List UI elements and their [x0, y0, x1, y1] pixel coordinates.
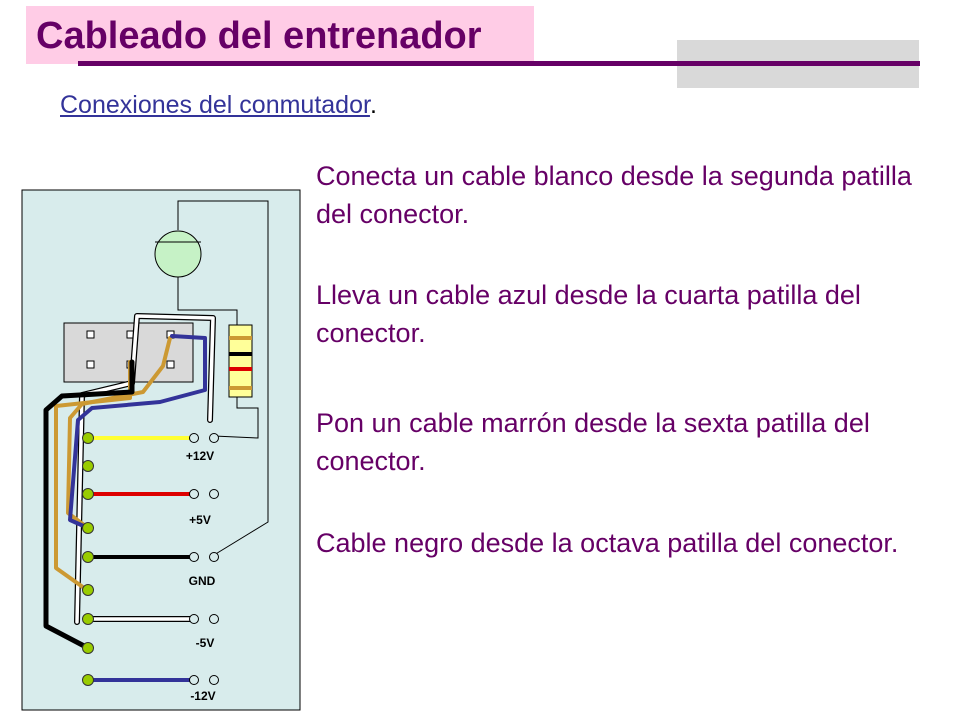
trace-resistor-to-12v	[213, 397, 259, 439]
connector-pin-1	[86, 330, 95, 339]
contact-5v-b	[209, 489, 219, 499]
circuit-traces	[177, 200, 269, 556]
contact-m5v-a	[189, 614, 199, 624]
resistor-symbol	[228, 324, 253, 398]
instruction-black-wire: Cable negro desde la octava patilla del …	[316, 528, 899, 558]
contact-gnd-a	[189, 552, 199, 562]
circuit-board	[21, 189, 301, 711]
title-underline-rule	[78, 61, 920, 66]
terminal-6	[82, 584, 94, 596]
lamp-circle	[154, 230, 202, 278]
resistor-band-2	[229, 352, 252, 356]
connector-pin-6	[166, 360, 175, 369]
connector-wires	[43, 313, 216, 651]
slide-subtitle: Conexiones del conmutador.	[60, 88, 377, 122]
contact-m5v-b	[209, 614, 219, 624]
instruction-white-wire: Conecta un cable blanco desde la segunda…	[316, 161, 912, 229]
terminal-4	[82, 522, 94, 534]
subtitle-link-text: Conexiones del conmutador	[60, 91, 370, 119]
white-wire	[75, 314, 215, 624]
switch-contacts	[189, 433, 219, 685]
label-minus-12v: -12V	[190, 689, 215, 703]
connector-pin-2	[86, 360, 95, 369]
resistor-band-3	[229, 367, 252, 371]
supply-wires	[85, 436, 193, 682]
terminal-3	[82, 488, 94, 500]
resistor-body	[228, 324, 253, 398]
terminal-7	[82, 613, 94, 625]
terminal-column	[82, 432, 94, 686]
resistor-band-1	[229, 336, 252, 340]
label-gnd: GND	[189, 574, 216, 588]
instruction-brown-wire: Pon un cable marrón desde la sexta patil…	[316, 408, 870, 476]
terminal-9	[82, 674, 94, 686]
contact-gnd-b	[209, 552, 219, 562]
instruction-blue-wire: Lleva un cable azul desde la cuarta pati…	[316, 280, 861, 348]
terminal-8	[82, 642, 94, 654]
brown-wire-segment	[66, 336, 172, 530]
trace-lamp-to-ground	[177, 200, 269, 556]
lamp-symbol	[154, 230, 202, 278]
contact-12v-b	[209, 433, 219, 443]
blue-wire	[68, 334, 207, 530]
contact-12v-a	[189, 433, 199, 443]
label-plus-12v: +12V	[186, 449, 214, 463]
terminal-5	[82, 551, 94, 563]
contact-m12v-a	[189, 675, 199, 685]
contact-5v-a	[189, 489, 199, 499]
contact-m12v-b	[209, 675, 219, 685]
resistor-band-4	[229, 386, 252, 390]
slide-title: Cableado del entrenador	[36, 15, 482, 57]
label-minus-5v: -5V	[196, 636, 215, 650]
black-wire	[43, 359, 135, 651]
terminal-1	[82, 432, 94, 444]
subtitle-period: .	[369, 91, 377, 119]
title-background	[26, 6, 534, 64]
label-plus-5v: +5V	[189, 513, 211, 527]
terminal-2	[82, 460, 94, 472]
trace-lamp-to-resistor	[177, 277, 238, 325]
